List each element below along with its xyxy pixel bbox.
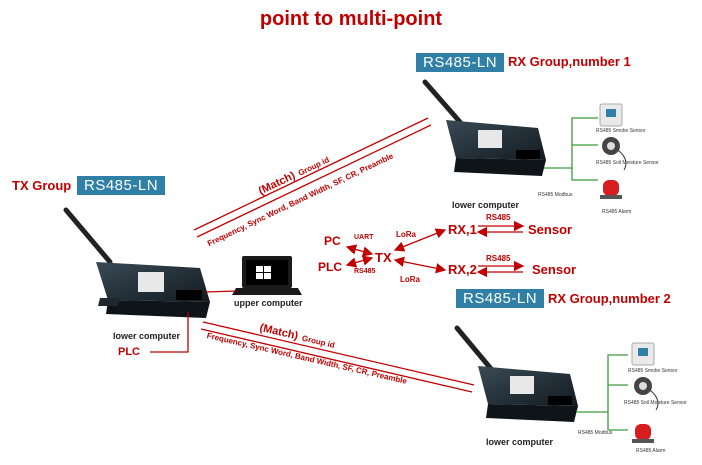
rx1-lower-computer-label: lower computer <box>452 200 520 210</box>
flow-lora-upper-label: LoRa <box>396 230 416 239</box>
tx-device <box>63 207 210 318</box>
rx2-lower-computer-label: lower computer <box>486 437 554 447</box>
rx2-device <box>454 325 578 422</box>
flow-plc-label: PLC <box>318 260 342 274</box>
flow-arrows <box>345 220 525 278</box>
flow-sensor1-label: Sensor <box>528 222 573 237</box>
flow-uart-label: UART <box>354 234 374 241</box>
rx1-group-label: RX Group,number 1 <box>508 54 631 69</box>
flow-rs485-label: RS485 <box>354 268 376 275</box>
rx1-device <box>422 79 546 176</box>
link-lines-rx1 <box>193 117 432 238</box>
rx1-alarm-icon <box>600 180 622 199</box>
flow-lora-lower-label: LoRa <box>400 275 420 284</box>
rx2-alarm-icon <box>632 424 654 443</box>
link-lines-rx2 <box>200 321 475 393</box>
tx-product-badge: RS485-LN <box>77 176 166 195</box>
plc-cable <box>150 312 189 353</box>
rx2-soil-moisture-sensor-label: RS485 Soil Moisture Sensor <box>624 400 687 406</box>
tx-plc-label: PLC <box>118 346 140 358</box>
rx2-group-label: RX Group,number 2 <box>548 291 671 306</box>
flow-tx-label: TX <box>375 250 392 265</box>
rx1-soil-moisture-sensor-icon <box>602 137 627 171</box>
flow-rx1-label: RX,1 <box>448 222 477 237</box>
flow-sensor2-label: Sensor <box>532 262 577 277</box>
rx2-alarm-label: RS485 Alarm <box>636 448 666 454</box>
rx1-smoke-sensor-label: RS485 Smoke Sensor <box>596 128 646 134</box>
flow-rx2-label: RX,2 <box>448 262 477 277</box>
laptop-icon <box>232 256 302 295</box>
rx1-soil-moisture-sensor-label: RS485 Soil Moisture Sensor <box>596 160 659 166</box>
rx1-alarm-label: RS485 Alarm <box>602 209 632 215</box>
diagram-title: point to multi-point <box>259 8 443 30</box>
rx1-smoke-sensor-icon <box>599 103 623 127</box>
flow-pc-label: PC <box>324 234 341 248</box>
flow-rs485-rx1-label: RS485 <box>486 213 511 222</box>
rx2-smoke-sensor-label: RS485 Smoke Sensor <box>628 368 678 374</box>
rx1-product-badge: RS485-LN <box>416 53 505 72</box>
rx1-sensor-bus <box>544 117 598 181</box>
flow-rs485-rx2-label: RS485 <box>486 254 511 263</box>
tx-lower-computer-label: lower computer <box>113 331 181 341</box>
laptop-cable <box>205 290 237 293</box>
rx2-modbus-label: RS485 Modbus <box>578 430 613 436</box>
rx1-modbus-label: RS485 Modbus <box>538 192 573 198</box>
rx2-product-badge: RS485-LN <box>456 289 545 308</box>
rx2-smoke-sensor-icon <box>631 342 655 366</box>
rx2-sensor-bus <box>576 354 628 431</box>
tx-group-label: TX Group <box>12 178 72 193</box>
rx2-soil-moisture-sensor-icon <box>634 377 659 411</box>
upper-computer-label: upper computer <box>234 298 303 308</box>
